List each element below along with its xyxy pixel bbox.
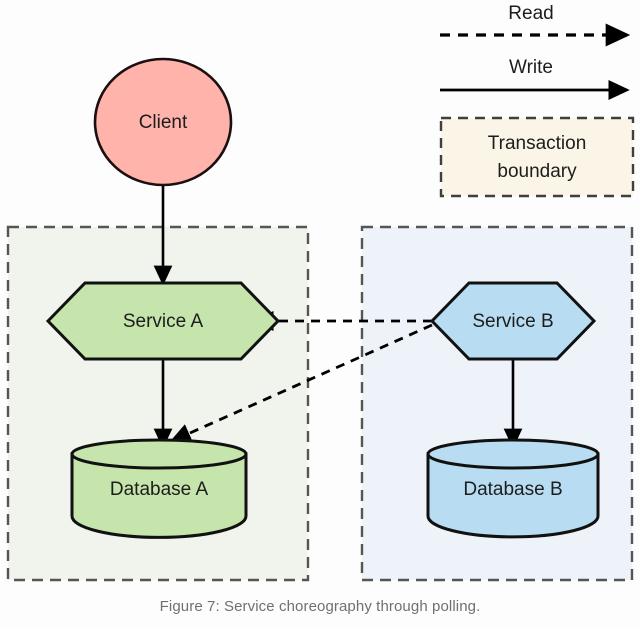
client-label: Client (139, 112, 188, 133)
legend-write-label: Write (509, 57, 553, 78)
database-a-cylinder-top (70, 438, 248, 470)
client-circle (93, 57, 233, 187)
legend-read-label: Read (508, 3, 553, 24)
database-b-label: Database B (463, 479, 562, 500)
service-a-hexagon (45, 281, 281, 361)
node-database-b[interactable]: Database B (426, 438, 600, 539)
database-b-cylinder-body (426, 452, 600, 539)
service-a-label: Service A (123, 311, 204, 332)
node-database-a[interactable]: Database A (70, 438, 248, 539)
database-a-cylinder-body (70, 452, 248, 539)
service-b-hexagon (429, 281, 597, 361)
diagram-canvas: Client Service A Database A Service B Da… (6, 3, 635, 582)
node-service-a[interactable]: Service A (45, 281, 281, 361)
database-b-cylinder-top (426, 438, 600, 470)
service-b-label: Service B (472, 311, 553, 332)
legend: Read Write Transaction boundary (439, 3, 635, 198)
legend-transaction-boundary-box (439, 116, 635, 198)
legend-transaction-boundary-label-line2: boundary (497, 161, 577, 182)
figure-caption: Figure 7: Service choreography through p… (159, 598, 481, 615)
node-client[interactable]: Client (93, 57, 233, 187)
node-service-b[interactable]: Service B (429, 281, 597, 361)
database-a-label: Database A (110, 479, 209, 500)
legend-transaction-boundary-label-line1: Transaction (488, 133, 587, 154)
